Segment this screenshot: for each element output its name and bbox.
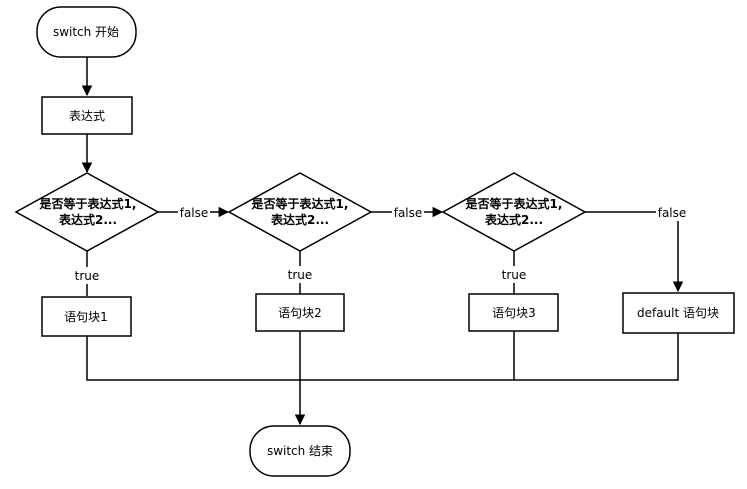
- edge-labels: true true true false false false: [72, 204, 688, 284]
- block-2-label: 语句块2: [278, 306, 322, 320]
- decision-3-line2: 表达式2...: [484, 212, 543, 227]
- default-block-label: default 语句块: [637, 306, 719, 320]
- edge-cond3-to-default: [585, 211, 684, 293]
- decision-1-line2: 表达式2...: [58, 212, 117, 227]
- true-label-1: true: [75, 269, 100, 283]
- block-2: [255, 293, 345, 332]
- block-1-label: 语句块1: [64, 310, 108, 324]
- false-label-1: false: [180, 206, 209, 220]
- true-label-3: true: [502, 268, 527, 282]
- edges: [81, 57, 684, 426]
- end-terminal: [249, 425, 351, 477]
- false-label-2: false: [394, 206, 423, 220]
- start-terminal: [36, 6, 137, 58]
- decision-2: [227, 172, 373, 252]
- true-label-2: true: [288, 268, 313, 282]
- start-label: switch 开始: [53, 25, 119, 39]
- decision-1: [14, 172, 160, 252]
- block-1: [41, 296, 132, 337]
- decision-3: [441, 172, 587, 252]
- block-3-label: 语句块3: [492, 306, 536, 320]
- block-3: [468, 293, 559, 332]
- default-block: [622, 292, 735, 334]
- edge-merge-bottom: [86, 333, 679, 381]
- expression-box: [41, 96, 133, 135]
- false-label-3: false: [658, 206, 687, 220]
- decision-1-line1: 是否等于表达式1,: [39, 196, 137, 211]
- decision-3-line1: 是否等于表达式1,: [465, 196, 563, 211]
- decision-2-line2: 表达式2...: [270, 212, 329, 227]
- nodes: switch 开始 表达式 是否等于表达式1, 表达式2... 是否等于表达式1…: [14, 6, 735, 477]
- expression-label: 表达式: [69, 109, 105, 123]
- end-label: switch 结束: [267, 444, 333, 458]
- decision-2-line1: 是否等于表达式1,: [251, 196, 349, 211]
